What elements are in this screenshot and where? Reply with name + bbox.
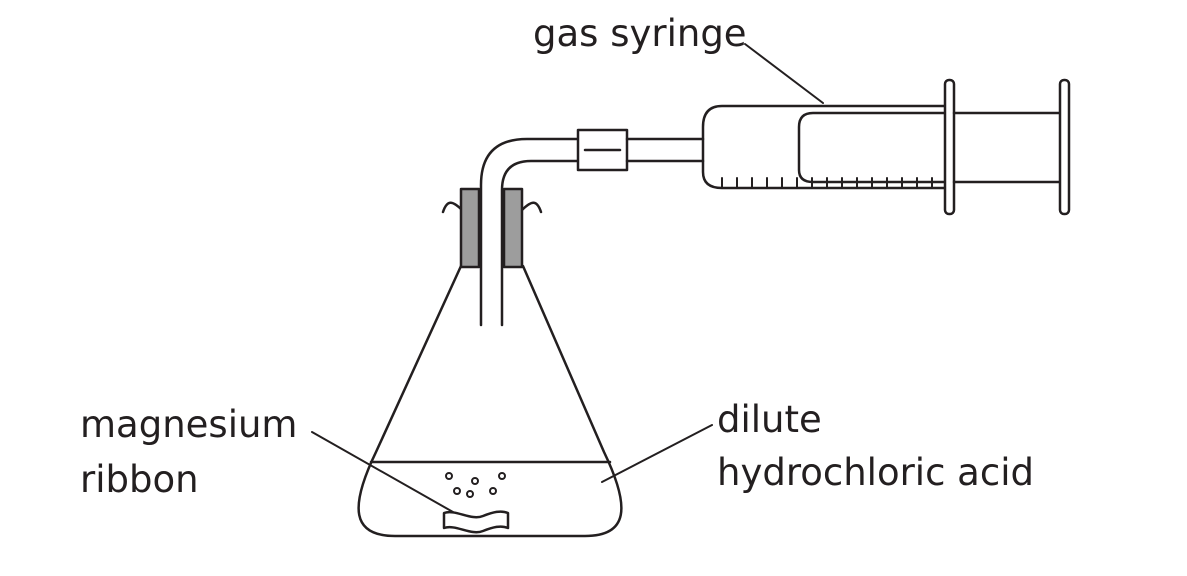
flask-lip-left xyxy=(441,201,464,214)
acid-label-line2: hydrochloric acid xyxy=(717,451,1034,494)
plunger-end-cap xyxy=(1058,78,1071,216)
delivery-tube-inner xyxy=(479,137,580,327)
magnesium-leader-line xyxy=(311,431,454,513)
rubber-stopper-right xyxy=(502,187,524,269)
acid-leader-line xyxy=(601,424,713,483)
syringe-leader-line xyxy=(744,43,824,104)
magnesium-ribbon-label-line1: magnesium xyxy=(80,403,298,446)
delivery-tube-outer xyxy=(500,159,580,327)
magnesium-ribbon xyxy=(442,510,510,534)
syringe-barrel-flange xyxy=(943,78,956,216)
magnesium-ribbon-label-line2: ribbon xyxy=(80,458,199,501)
syringe-plunger-head xyxy=(797,111,947,184)
rubber-stopper-left xyxy=(459,187,481,269)
acid-label-line1: dilute xyxy=(717,398,822,441)
conical-flask xyxy=(357,264,623,538)
syringe-barrel xyxy=(701,104,947,190)
flask-lip-right xyxy=(520,201,543,214)
gas-bubbles xyxy=(445,472,506,498)
gas-syringe-label: gas syringe xyxy=(533,12,747,55)
